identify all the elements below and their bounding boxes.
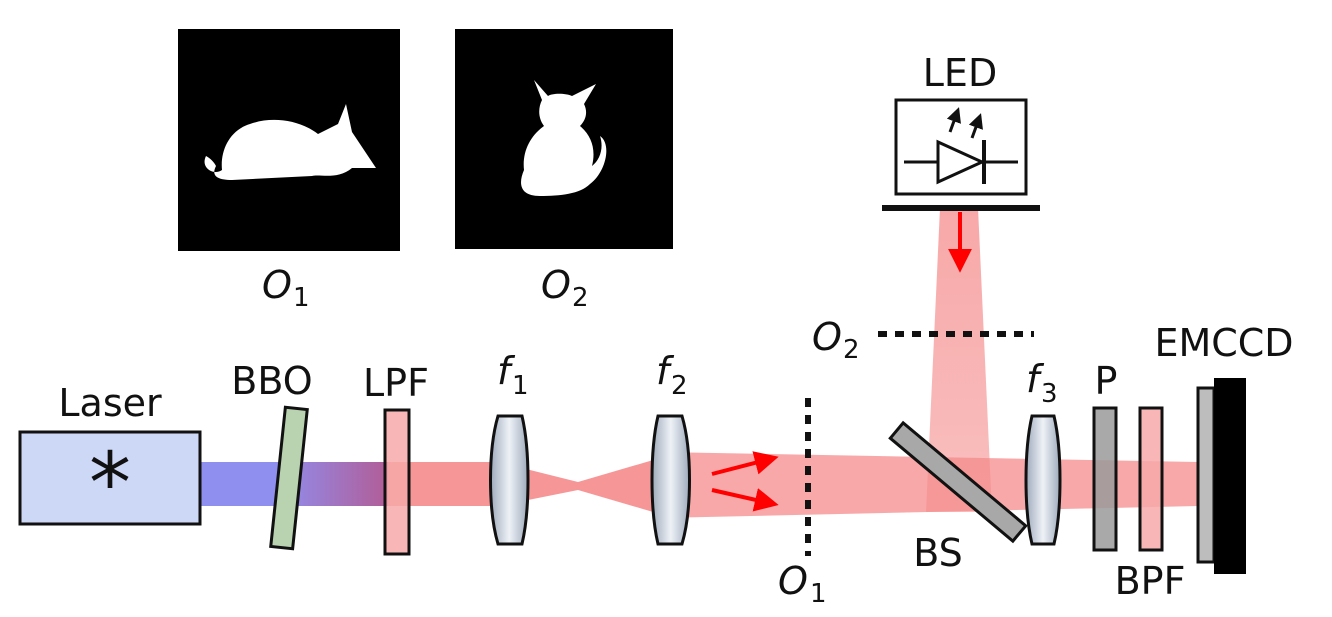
lpf-body [383,408,411,556]
inset-o2-caption: O 2 [541,263,589,313]
bpf-body [1138,406,1164,552]
inset-o2-subscript: 2 [572,283,589,313]
bpf-label: BPF [1115,559,1186,603]
lpf-label: LPF [363,361,429,405]
photon-arrow-upper [711,451,779,476]
object-plane-o1-subscript: 1 [810,579,827,609]
lens-f3-subscript: 3 [1041,379,1058,409]
laser: * Laser [18,381,202,532]
lens-f2: f 2 [650,349,691,546]
red-beam-focus [498,458,660,514]
inset-o2 [455,29,673,249]
led-box [894,98,1028,196]
photon-arrow-lower [711,488,779,512]
lens-f1-body [489,414,530,546]
sleeping-cat-icon [204,104,376,180]
beam-splitter-label: BS [913,531,963,575]
object-plane-o2: O 2 [812,315,1034,365]
object-plane-o1-label: O [778,559,808,603]
emccd-camera: EMCCD [1154,321,1294,574]
inset-o2-label: O [541,263,571,307]
lens-f2-body [650,414,691,546]
lens-f1: f 1 [489,349,530,546]
led-source: LED [882,51,1040,273]
inset-o1-label: O [262,263,292,307]
polarizer-label: P [1095,359,1118,403]
laser-star-icon: * [89,434,131,532]
object-plane-o2-subscript: 2 [843,335,860,365]
bbo-label: BBO [231,359,312,403]
laser-label: Laser [58,381,162,425]
laser-box [18,430,202,526]
bbo-crystal-body [269,405,309,551]
long-pass-filter: LPF [363,361,429,556]
band-pass-filter: BPF [1115,406,1186,603]
lens-f3-body [1024,414,1062,546]
emccd-label: EMCCD [1154,321,1293,365]
polarizer: P [1092,359,1118,552]
inset-o1-subscript: 1 [293,283,310,313]
lens-f3: f 3 [1024,357,1062,546]
emccd-sensor-window [1196,386,1216,564]
emccd-body [1214,378,1246,574]
diode-icon [904,107,1018,185]
inset-o1-caption: O 1 [262,263,310,313]
beam-splitter: BS [888,420,1028,575]
lens-f2-subscript: 2 [671,371,688,401]
led-label: LED [923,51,997,95]
object-plane-o1: O 1 [778,398,827,609]
inset-o1 [178,29,400,251]
lens-f1-subscript: 1 [512,371,529,401]
led-beam [926,208,992,512]
sitting-cat-icon [521,80,607,196]
bbo-crystal: BBO [231,359,313,551]
beam-splitter-body [888,420,1028,544]
object-plane-o2-label: O [812,315,842,359]
polarizer-body [1092,406,1118,552]
